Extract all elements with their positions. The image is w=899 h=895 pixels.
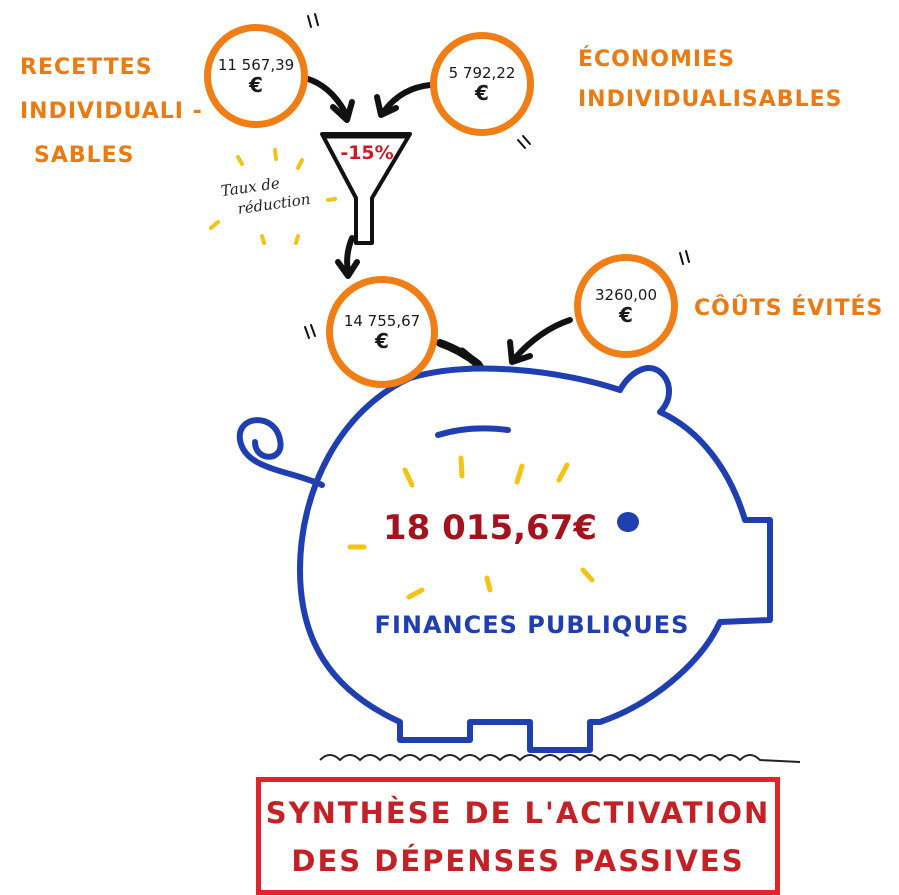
coin-couts-evites-value: 3260,00 xyxy=(594,286,658,304)
total-amount: 18 015,67€ xyxy=(382,508,597,548)
arrow-couts-to-piggy xyxy=(512,317,573,361)
funnel-icon xyxy=(320,132,412,245)
finances-publiques-label: FINANCES PUBLIQUES xyxy=(374,611,690,639)
title-box: SYNTHÈSE DE L'ACTIVATION DES DÉPENSES PA… xyxy=(256,777,780,895)
piggy-bank xyxy=(236,365,773,753)
recettes-line-3: SABLES xyxy=(34,143,135,168)
coin-apres-reduction-value: 14 755,67 xyxy=(343,312,421,330)
economies-label: ÉCONOMIES INDIVIDUALISABLES xyxy=(578,40,842,120)
arrow-funnel-to-coin xyxy=(344,235,355,275)
total-sparkles xyxy=(347,455,595,600)
couts-evites-label: CÔÛTS ÉVITÉS xyxy=(694,296,884,321)
coin-recettes-value: 11 567,39 xyxy=(217,56,295,74)
title-line-2: DES DÉPENSES PASSIVES xyxy=(291,844,745,878)
recettes-line-2: INDIVIDUALI - xyxy=(20,99,203,124)
piggy-tail xyxy=(236,417,325,488)
economies-line-1: ÉCONOMIES xyxy=(578,47,735,72)
funnel-sparkles xyxy=(209,148,337,245)
economies-line-2: INDIVIDUALISABLES xyxy=(578,87,843,112)
coin-recettes-currency: € xyxy=(249,73,263,97)
coin-apres-reduction-currency: € xyxy=(375,329,389,353)
title-line-1: SYNTHÈSE DE L'ACTIVATION xyxy=(265,796,771,830)
piggy-eye xyxy=(617,512,639,532)
coin-recettes: 11 567,39 € xyxy=(204,24,308,128)
coin-economies: 5 792,22 € xyxy=(430,32,534,136)
recettes-line-1: RECETTES xyxy=(20,55,153,80)
recettes-label: RECETTES INDIVIDUALI - SABLES xyxy=(20,46,203,178)
coin-ticks xyxy=(304,13,690,339)
coin-economies-value: 5 792,22 xyxy=(448,64,516,82)
arrow-recettes-to-funnel xyxy=(302,75,348,115)
coin-slot xyxy=(435,425,511,438)
arrow-economies-to-funnel xyxy=(382,82,433,113)
coin-couts-evites: 3260,00 € xyxy=(574,254,678,358)
ground-scribble xyxy=(319,754,801,763)
coin-couts-evites-currency: € xyxy=(619,303,633,327)
reduction-percentage: -15% xyxy=(340,142,394,164)
coin-apres-reduction: 14 755,67 € xyxy=(326,276,438,388)
coin-economies-currency: € xyxy=(475,81,489,105)
